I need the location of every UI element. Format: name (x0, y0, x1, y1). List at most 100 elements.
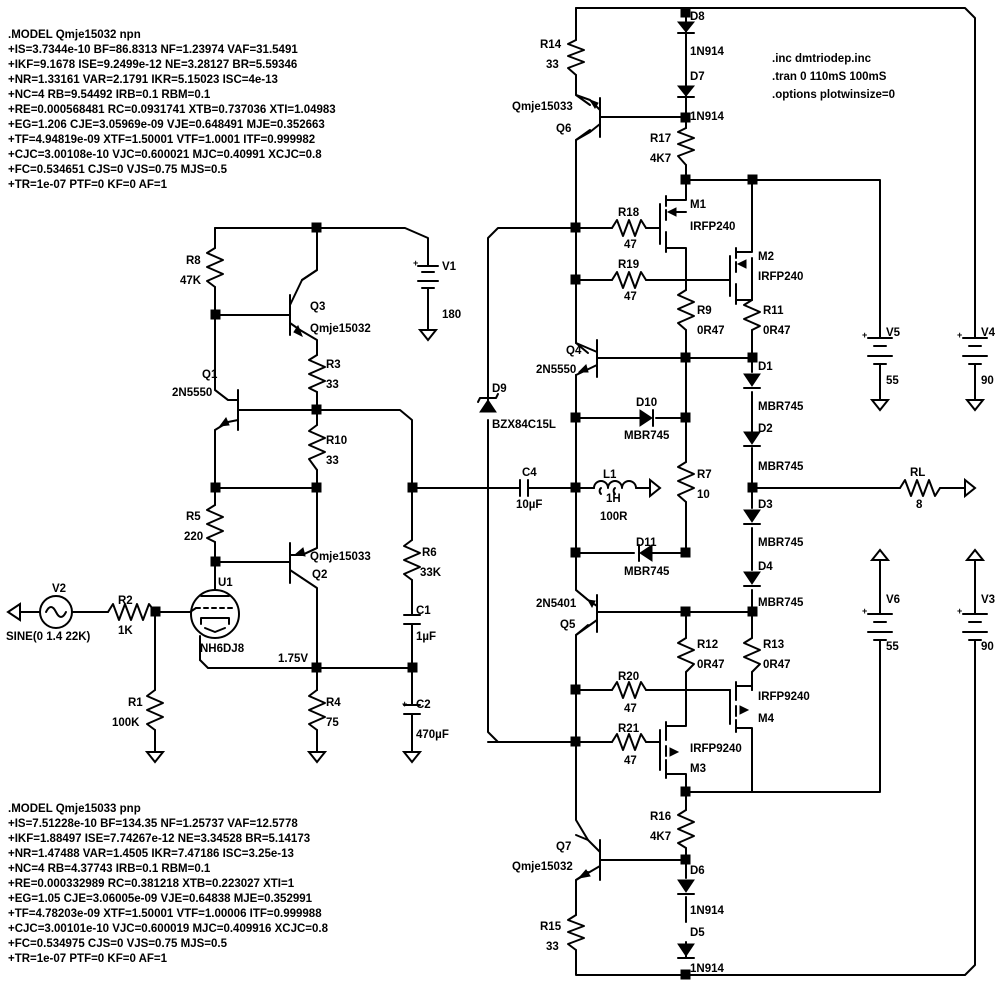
label-d6-model: 1N914 (690, 905, 724, 917)
resistor-RL (899, 479, 941, 497)
directive-line: .options plotwinsize=0 (772, 89, 895, 101)
label-r20-name: R20 (618, 671, 639, 683)
plus-mark: + (862, 606, 867, 616)
label-d2-model: MBR745 (758, 461, 804, 473)
junction-dot (210, 482, 221, 493)
resistor-R5 (206, 504, 224, 543)
label-r13-value: 0R47 (763, 659, 791, 671)
label-m3-model: IRFP9240 (690, 743, 742, 755)
label-d7-model: 1N914 (690, 111, 724, 123)
junction-dot (747, 174, 758, 185)
junction-dot (311, 662, 322, 673)
label-r6-value: 33K (420, 567, 442, 579)
resistor-R1 (146, 689, 164, 731)
model-line: +TF=4.78203e-09 XTF=1.50001 VTF=1.00006 … (8, 908, 322, 920)
junction-dot (570, 274, 581, 285)
plus-mark: + (402, 699, 407, 709)
label-r16-value: 4K7 (650, 831, 671, 843)
pnp-model-text: .MODEL Qmje15033 pnp +IS=7.51228e-10 BF=… (8, 803, 329, 965)
label-r15-name: R15 (540, 921, 562, 933)
model-line: +TF=4.94819e-09 XTF=1.50001 VTF=1.0001 I… (8, 134, 315, 146)
label-d1-name: D1 (758, 361, 773, 373)
ground-icon (964, 548, 986, 561)
junction-dot (570, 412, 581, 423)
label-r6-name: R6 (422, 547, 437, 559)
label-r20-value: 47 (624, 703, 637, 715)
label-d5-name: D5 (690, 927, 705, 939)
label-r17-value: 4K7 (650, 153, 671, 165)
junction-dot (680, 606, 691, 617)
ground-icon (869, 548, 891, 561)
label-m1-model: IRFP240 (690, 221, 735, 233)
model-line: +NC=4 RB=4.37743 IRB=0.1 RBM=0.1 (8, 863, 211, 875)
label-q6-name: Q6 (556, 123, 571, 135)
junction-dot (680, 969, 691, 980)
ground-icon (144, 751, 166, 764)
label-m3-name: M3 (690, 763, 706, 775)
label-l1-name: L1 (603, 469, 617, 481)
label-u1-model: NH6DJ8 (200, 643, 245, 655)
junction-dot (747, 482, 758, 493)
label-d10-model: MBR745 (624, 430, 670, 442)
label-d11-name: D11 (636, 537, 657, 549)
label-d3-name: D3 (758, 499, 773, 511)
ground-symbols (6, 329, 986, 764)
resistor-R16 (677, 809, 695, 849)
label-d4-name: D4 (758, 561, 773, 573)
ground-icon (649, 477, 662, 499)
label-r9-value: 0R47 (697, 325, 725, 337)
model-line: +IKF=9.1678 ISE=9.2499e-12 NE=3.28127 BR… (8, 59, 297, 71)
label-r10-value: 33 (326, 455, 339, 467)
resistor-R8 (206, 247, 224, 288)
label-r14-name: R14 (540, 39, 562, 51)
label-q5-model: 2N5401 (536, 598, 577, 610)
label-u1-name: U1 (218, 577, 233, 589)
ground-icon (6, 602, 21, 622)
resistor-R21 (611, 733, 647, 751)
label-r21-value: 47 (624, 755, 637, 767)
junction-dot (570, 222, 581, 233)
junction-dot (311, 404, 322, 415)
model-line: .MODEL Qmje15033 pnp (8, 803, 141, 815)
junction-dot (210, 556, 221, 567)
model-line: +CJC=3.00108e-10 VJC=0.600021 MJC=0.4099… (8, 149, 322, 161)
label-r5-name: R5 (186, 511, 201, 523)
label-rl-value: 8 (916, 499, 923, 511)
resistor-R2 (107, 603, 181, 621)
label-v5-name: V5 (886, 327, 901, 339)
label-r9-name: R9 (697, 305, 712, 317)
label-q4-name: Q4 (566, 345, 582, 357)
battery-symbols (417, 259, 988, 646)
directive-line: .inc dmtriodep.inc (772, 53, 872, 65)
label-m2-name: M2 (758, 251, 774, 263)
label-v4-name: V4 (981, 327, 996, 339)
resistor-R6 (403, 539, 421, 581)
resistor-R4 (308, 689, 326, 731)
junction-dot (680, 7, 691, 18)
junction-dot (747, 352, 758, 363)
model-line: +TR=1e-07 PTF=0 KF=0 AF=1 (8, 953, 168, 965)
model-line: +NC=4 RB=9.54492 IRB=0.1 RBM=0.1 (8, 89, 211, 101)
model-line: +TR=1e-07 PTF=0 KF=0 AF=1 (8, 179, 168, 191)
label-v3-name: V3 (981, 594, 995, 606)
label-d9-model: BZX84C15L (492, 419, 556, 431)
label-d9-name: D9 (492, 383, 507, 395)
label-v5-value: 55 (886, 375, 899, 387)
label-m4-model: IRFP9240 (758, 691, 810, 703)
junction-dot (680, 174, 691, 185)
resistor-R7 (677, 461, 695, 503)
label-c4-name: C4 (522, 467, 537, 479)
junction-dot (570, 547, 581, 558)
label-v3-value: 90 (981, 641, 994, 653)
plus-mark: + (862, 330, 867, 340)
label-r7-value: 10 (697, 489, 710, 501)
model-line: +IS=7.51228e-10 BF=134.35 NF=1.25737 VAF… (8, 818, 298, 830)
plus-mark: + (957, 606, 962, 616)
label-r13-name: R13 (763, 639, 784, 651)
junction-dot (680, 352, 691, 363)
junction-dot (680, 112, 691, 123)
label-m4-name: M4 (758, 713, 775, 725)
component-labels: R14 33 D8 1N914 D7 1N914 Qmje15033 Q6 R1… (6, 11, 996, 975)
label-d8-model: 1N914 (690, 46, 724, 58)
